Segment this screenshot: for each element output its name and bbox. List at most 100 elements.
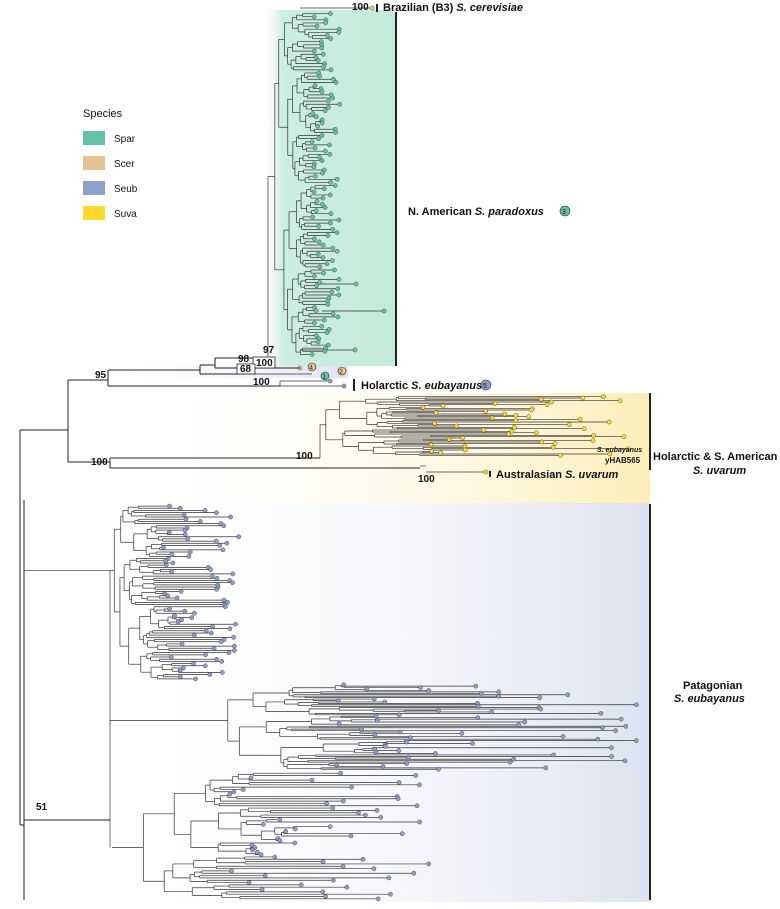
tip-node [369, 5, 375, 11]
tip-node [320, 859, 326, 864]
tip-node [179, 617, 184, 623]
tip-node [567, 422, 572, 427]
tip-node [522, 719, 528, 725]
tip-node [348, 833, 354, 839]
tip-node [309, 352, 315, 357]
tip-node [388, 891, 393, 897]
tip-node [334, 762, 340, 768]
tip-node [261, 822, 266, 827]
tip-node [473, 683, 479, 689]
tip-node [298, 882, 304, 888]
tip-node [595, 736, 601, 742]
tip-node [218, 639, 224, 645]
tip-node [321, 270, 326, 276]
bootstrap-100-holarctic: 100 [253, 377, 270, 388]
tip-node [182, 527, 188, 533]
tip-node [327, 824, 333, 829]
tip-node [380, 764, 386, 769]
tip-node [529, 407, 534, 413]
tip-node [231, 789, 237, 795]
svg-text:5: 5 [483, 383, 487, 390]
tip-node [353, 281, 359, 287]
tip-node [320, 51, 326, 57]
tip-node [404, 739, 409, 745]
tip-node [311, 14, 317, 19]
tree-branches [24, 7, 637, 900]
tip-node [179, 641, 185, 647]
tip-node [418, 685, 423, 690]
tip-node [454, 423, 459, 429]
legend-label-spar: Spar [114, 134, 136, 145]
tip-node [231, 635, 236, 640]
tip-node [432, 421, 437, 426]
tip-node [544, 402, 550, 407]
tip-node [323, 20, 328, 26]
tip-node [621, 434, 627, 439]
tip-node [177, 505, 183, 511]
tip-node [214, 586, 219, 592]
tip-node [315, 339, 321, 345]
label-yhab-species: S. eubayanus [597, 447, 642, 454]
tip-node [360, 856, 366, 862]
tip-node [328, 67, 334, 73]
tip-node [220, 547, 226, 553]
tip-node [551, 752, 556, 758]
tip-node [623, 723, 629, 729]
tip-node [436, 708, 441, 713]
spar-clade-band [262, 10, 396, 366]
tip-node [475, 715, 481, 720]
bootstrap-100-uvarum: 100 [296, 451, 313, 462]
tip-node [220, 670, 225, 675]
tip-node [601, 394, 606, 399]
tip-node [534, 430, 539, 435]
tip-node [223, 604, 228, 610]
tip-node [417, 782, 422, 788]
tip-node [309, 139, 315, 145]
tip-node [255, 849, 260, 855]
badge-1: 1 [320, 371, 330, 381]
tip-node [312, 145, 318, 151]
tip-node [609, 745, 614, 751]
tip-node [332, 183, 338, 188]
tip-node [591, 433, 597, 438]
tip-node [232, 648, 237, 653]
tip-node [316, 136, 321, 141]
tip-node [327, 192, 333, 198]
tip-node [356, 810, 361, 816]
tip-node [613, 728, 618, 733]
tip-node [314, 23, 320, 29]
tip-node [338, 770, 343, 776]
tip-node [175, 619, 181, 625]
tip-node [236, 534, 242, 540]
tip-node [341, 798, 346, 804]
tip-node [323, 148, 328, 154]
tip-node [371, 696, 377, 702]
tip-node [230, 571, 236, 577]
tip-node [330, 311, 336, 317]
svg-text:2: 2 [340, 370, 344, 376]
tip-node [319, 45, 325, 51]
tip-node [600, 725, 605, 731]
tip-node [446, 437, 452, 442]
tip-node [228, 514, 233, 520]
tip-node [577, 417, 583, 422]
tip-node [328, 220, 333, 226]
tip-node [198, 519, 203, 524]
tip-node [322, 108, 328, 113]
tip-node [193, 676, 198, 682]
tip-node [161, 545, 166, 550]
label-patagonian-1: Patagonian [683, 680, 743, 692]
tip-node [581, 426, 587, 431]
tip-node [428, 442, 434, 447]
tip-node [462, 447, 468, 453]
tip-node [382, 744, 388, 749]
tip-node [169, 569, 175, 575]
tip-node [210, 573, 215, 579]
tip-node [326, 327, 332, 332]
svg-text:1: 1 [323, 375, 327, 381]
tip-node [319, 158, 325, 163]
tip-node [324, 330, 330, 335]
tip-node [240, 787, 246, 792]
tip-node [420, 405, 426, 410]
